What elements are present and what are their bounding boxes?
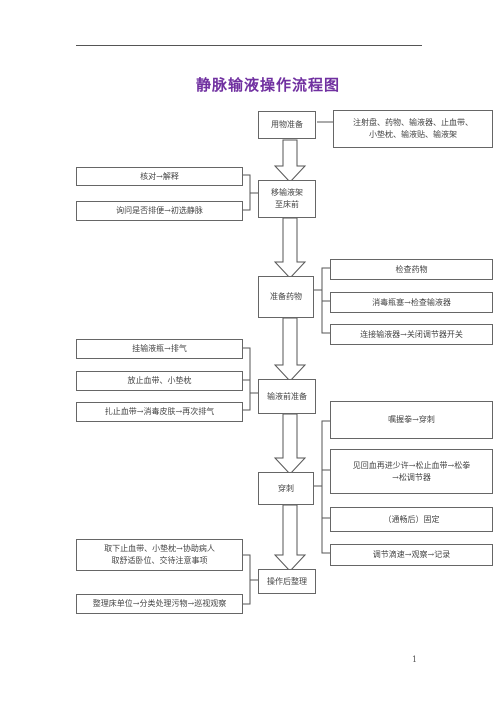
step-move-iv-stand: 移输液架 至床前 — [258, 180, 316, 218]
note-place-tourniquet: 放止血带、小垫枕 — [76, 371, 243, 391]
connector-left-s2 — [243, 174, 251, 211]
note-tidy-bed: 整理床单位→分类处理污物→巡视观察 — [76, 594, 243, 614]
header-rule — [76, 45, 422, 46]
connector-left-s4 — [243, 347, 251, 411]
step-prepare-medicine: 准备药物 — [258, 276, 314, 318]
note-remove-tourniquet: 取下止血带、小垫枕→协助病人 取舒适卧位、交待注意事项 — [76, 539, 243, 571]
step-pre-infusion-prep: 输液前准备 — [258, 379, 316, 414]
page-title: 静脉输液操作流程图 — [195, 76, 340, 94]
arrow-4 — [273, 413, 307, 475]
step-puncture: 穿刺 — [258, 472, 314, 505]
note-supply-list: 注射盘、药物、输液器、止血带、 小垫枕、输液贴、输液架 — [333, 110, 493, 148]
connector-left-s6 — [243, 554, 251, 605]
note-hang-bottle: 挂输液瓶→排气 — [76, 339, 243, 359]
note-ask-select-vein: 询问是否排便→初选静脉 — [76, 201, 243, 221]
arrow-3 — [273, 317, 307, 382]
note-tie-disinfect: 扎止血带→消毒皮肤→再次排气 — [76, 402, 243, 422]
arrow-2 — [273, 217, 307, 279]
note-connect-set: 连接输液器→关闭调节器开关 — [330, 324, 493, 345]
page-number: 1 — [412, 655, 418, 664]
note-secure: （通畅后）固定 — [330, 507, 493, 532]
note-disinfect-stopper: 消毒瓶塞→检查输液器 — [330, 292, 493, 313]
arrow-1 — [273, 139, 307, 183]
note-blood-return: 见回血再进少许→松止血带→松拳 →松调节器 — [330, 449, 493, 494]
note-adjust-rate: 调节滴速→观察→记录 — [330, 544, 493, 566]
connector-right-s5 — [321, 420, 330, 554]
arrow-5 — [273, 504, 307, 572]
step-supply-prep: 用物准备 — [258, 111, 316, 139]
note-clench-puncture: 嘱握拳→穿刺 — [330, 401, 493, 439]
step-post-care: 操作后整理 — [258, 569, 316, 594]
note-check-medicine: 检查药物 — [330, 259, 493, 280]
note-verify-explain: 核对→解释 — [76, 167, 243, 186]
